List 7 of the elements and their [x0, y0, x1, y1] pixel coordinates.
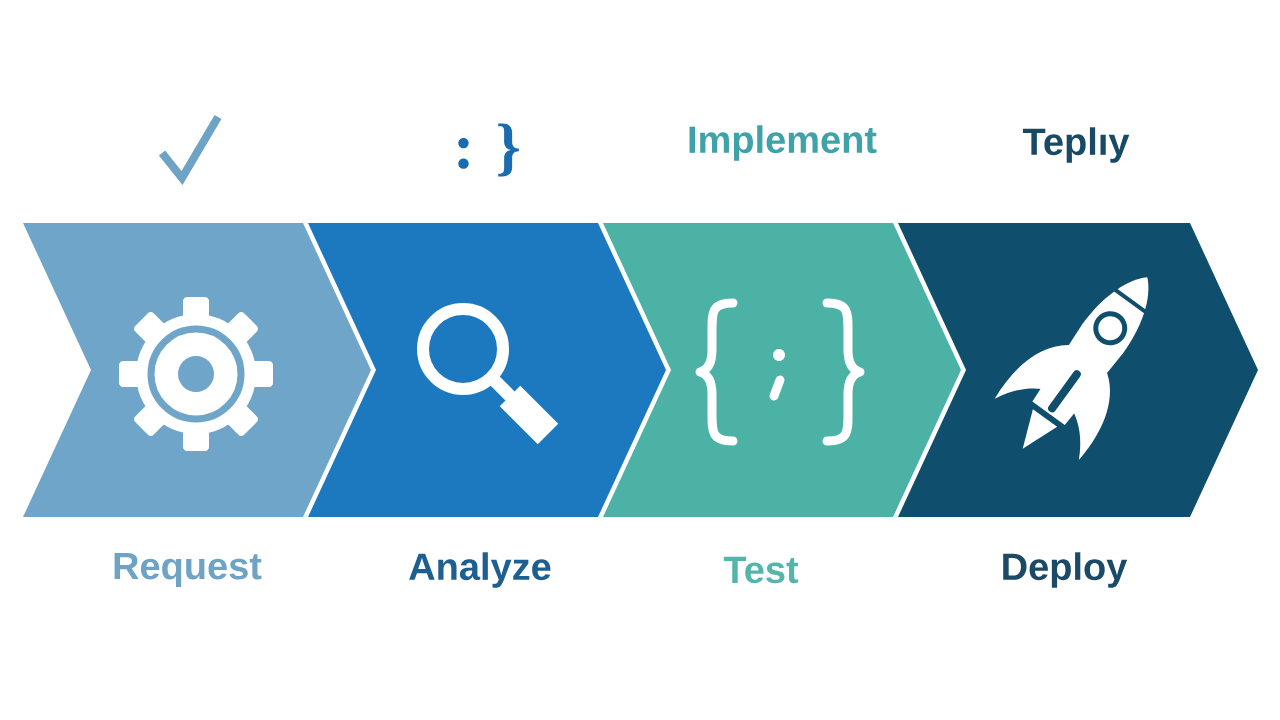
- step-label: Test: [723, 556, 799, 584]
- step-heading: Teplıy: [1022, 127, 1130, 163]
- step-label: Analyze: [409, 552, 551, 588]
- step-heading: Implement: [689, 125, 877, 161]
- step-label: Request: [114, 553, 262, 587]
- code-symbol-text: : }: [458, 123, 519, 177]
- step-label: Deploy: [1003, 552, 1128, 588]
